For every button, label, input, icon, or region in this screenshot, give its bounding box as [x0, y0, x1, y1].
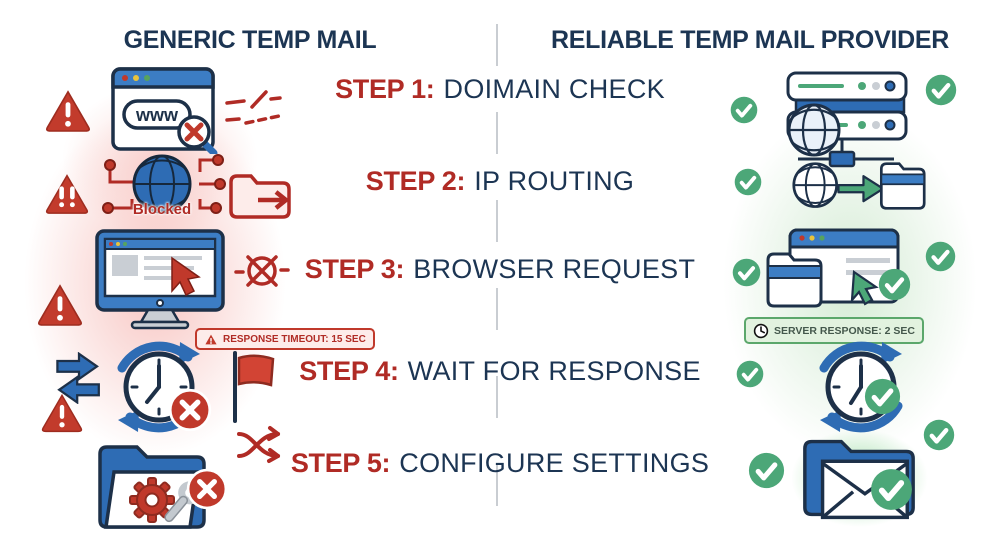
check-icon: [925, 241, 956, 272]
check-icon: [736, 360, 764, 388]
globe-to-folder-icon: [792, 155, 926, 217]
step-4-label: STEP 4:: [299, 356, 399, 386]
sync-arrows-icon: [52, 352, 106, 404]
step-1-label: STEP 1:: [335, 74, 435, 104]
check-icon: [730, 96, 758, 124]
browser-pair-cursor-icon: [762, 226, 904, 318]
center-divider: [496, 24, 498, 542]
error-x-icon: [186, 468, 228, 510]
warning-triangle-icon: [36, 282, 84, 328]
response-badge-text: SERVER RESPONSE: 2 SEC: [774, 324, 916, 337]
no-entry-icon: [234, 250, 290, 294]
server-globe-icon: [776, 68, 918, 168]
warning-triangle-icon: [44, 172, 90, 216]
step-5-title: CONFIGURE SETTINGS: [399, 448, 710, 478]
step-5-label: STEP 5:: [290, 448, 391, 478]
step-5: STEP 5: CONFIGURE SETTINGS: [0, 448, 1000, 479]
globe-circuit-icon: [98, 152, 228, 216]
red-flag-icon: [228, 350, 278, 424]
response-badge: SERVER RESPONSE: 2 SEC: [744, 317, 925, 344]
shuffle-icon: [236, 424, 292, 466]
blocked-label: Blocked: [132, 201, 192, 218]
step-2-title: IP ROUTING: [474, 166, 635, 196]
broken-link-icon: [224, 90, 282, 134]
warning-triangle-icon: [44, 88, 92, 134]
left-column-title: GENERIC TEMP MAIL: [123, 26, 377, 54]
step-2-label: STEP 2:: [365, 166, 466, 196]
check-icon: [923, 419, 955, 451]
monitor-cursor-icon: [92, 228, 234, 330]
warning-triangle-icon: [205, 334, 217, 344]
step-3-label: STEP 3:: [304, 254, 405, 284]
browser-url-text: www: [135, 105, 179, 125]
check-icon: [748, 452, 785, 489]
check-icon: [878, 268, 911, 301]
step-3-title: BROWSER REQUEST: [413, 254, 696, 284]
check-icon: [732, 258, 761, 287]
warning-triangle-icon: [40, 392, 84, 434]
step-4-title: WAIT FOR RESPONSE: [407, 356, 701, 386]
step-2: STEP 2: IP ROUTING: [0, 166, 1000, 197]
step-4: STEP 4: WAIT FOR RESPONSE: [0, 356, 1000, 387]
right-column-title: RELIABLE TEMP MAIL PROVIDER: [551, 26, 949, 54]
folder-gear-wrench-icon: [92, 436, 230, 538]
timeout-badge-text: RESPONSE TIMEOUT: 15 SEC: [223, 333, 366, 345]
check-icon: [925, 74, 957, 106]
folder-export-icon: [228, 170, 296, 222]
step-3: STEP 3: BROWSER REQUEST: [0, 254, 1000, 285]
check-icon: [864, 378, 901, 415]
check-icon: [870, 468, 913, 511]
clock-badge-icon: [753, 323, 769, 338]
step-1-title: DOIMAIN CHECK: [443, 74, 665, 104]
browser-window-icon: www: [110, 66, 218, 154]
step-1: STEP 1: DOIMAIN CHECK: [0, 74, 1000, 105]
check-icon: [734, 168, 762, 196]
error-x-icon: [168, 388, 212, 432]
timeout-badge: RESPONSE TIMEOUT: 15 SEC: [195, 328, 375, 350]
